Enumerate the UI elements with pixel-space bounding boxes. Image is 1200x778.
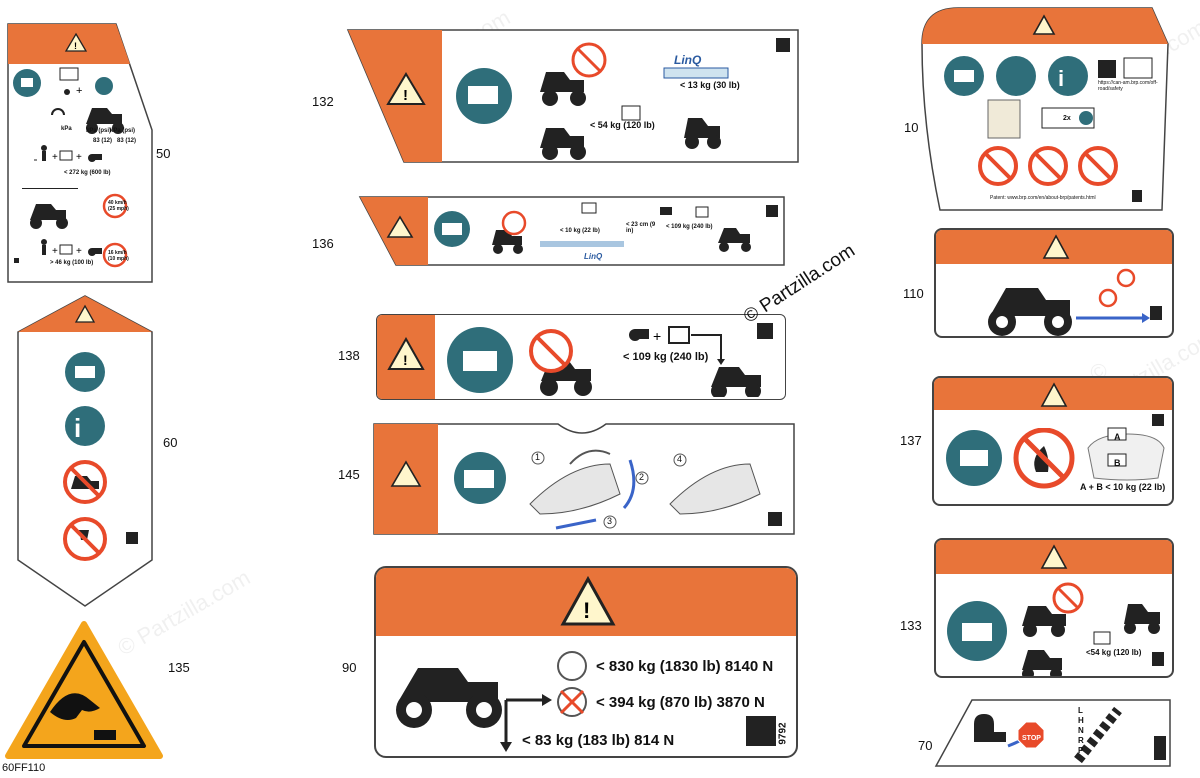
callout-132: 132 (312, 94, 334, 109)
svg-text:+: + (52, 152, 58, 163)
d132-linq-weight: < 13 kg (30 lb) (680, 80, 740, 90)
d137-b: B (1114, 458, 1121, 468)
d145-step-3: 3 (607, 516, 613, 526)
callout-136: 136 (312, 236, 334, 251)
d50-v1: 83 (12) (93, 138, 113, 144)
decal-60: i (17, 295, 153, 607)
d137-sum: A + B < 10 kg (22 lb) (1080, 482, 1166, 492)
decal-136 (358, 196, 785, 266)
callout-145: 145 (338, 467, 360, 482)
d70-stop: STOP (1022, 735, 1041, 742)
callout-60: 60 (163, 435, 178, 450)
d10-2x: 2x (1063, 115, 1071, 122)
decal-90: ! < 830 kg (1830 lb) 8140 N < 394 kg (87… (374, 566, 798, 758)
callout-110: 110 (903, 286, 924, 301)
d90-line1: < 830 kg (1830 lb) 8140 N (596, 658, 774, 675)
callout-133: 133 (900, 618, 922, 633)
decal-110 (934, 228, 1174, 338)
decal-133: <54 kg (120 lb) (934, 538, 1174, 678)
callout-70: 70 (918, 738, 933, 753)
d70-gear-h: H (1078, 716, 1084, 725)
d137-a: A (1114, 432, 1121, 442)
d90-line2: < 394 kg (870 lb) 3870 N (596, 694, 765, 711)
d138-weight: < 109 kg (240 lb) (623, 351, 709, 363)
d70-gear-n: N (1078, 726, 1084, 735)
d50-speed1: 40 km/h (25 mph) (108, 200, 129, 212)
d50-weight2: > 46 kg (100 lb) (50, 260, 94, 266)
decal-70 (934, 699, 1171, 767)
d90-code: 9792 (777, 722, 789, 745)
callout-10: 10 (904, 120, 919, 135)
d90-line3: < 83 kg (183 lb) 814 N (522, 732, 675, 749)
svg-text:i: i (1058, 66, 1064, 91)
d133-weight: <54 kg (120 lb) (1086, 648, 1142, 657)
d70-gear-l: L (1078, 706, 1083, 715)
svg-text:+: + (52, 246, 58, 257)
decal-145 (373, 423, 795, 535)
d136-rack-weight: < 10 kg (22 lb) (560, 228, 600, 234)
callout-135: 135 (168, 660, 190, 675)
d50-weight1: < 272 kg (600 lb) (64, 170, 111, 176)
callout-137: 137 (900, 433, 922, 448)
d50-kpa: kPa (61, 126, 72, 132)
decal-132: ! LinQ (346, 29, 799, 163)
decal-10: i (921, 7, 1169, 211)
svg-text:+: + (76, 85, 82, 97)
decal-135 (5, 621, 163, 759)
d50-speed2: 16 km/h (10 mph) (108, 250, 129, 262)
d136-tow-weight: < 109 kg (240 lb) (666, 224, 713, 230)
callout-138: 138 (338, 348, 360, 363)
svg-text:i: i (74, 413, 81, 443)
svg-text:!: ! (583, 598, 590, 623)
callout-90: 90 (342, 660, 357, 675)
callout-50: 50 (156, 146, 171, 161)
svg-text:LinQ: LinQ (674, 53, 702, 67)
svg-text:!: ! (403, 352, 408, 368)
d145-step-1: 1 (535, 452, 541, 462)
d50-p2: kPa (psi) (110, 128, 136, 134)
d70-gear-p: P (1078, 746, 1084, 755)
d136-height: < 23 cm (9 in) (626, 222, 656, 234)
decal-50: ! + + + + + (7, 23, 153, 283)
diagram-code: 60FF110 (2, 762, 46, 774)
svg-text:+: + (76, 246, 82, 257)
svg-text:!: ! (403, 87, 408, 104)
d50-p1: kPa (psi) (86, 128, 112, 134)
svg-text:+: + (653, 328, 661, 344)
d145-step-4: 4 (677, 454, 683, 464)
d70-gear-r: R (1078, 736, 1084, 745)
d136-linq: LinQ (584, 252, 603, 261)
svg-text:+: + (76, 152, 82, 163)
d132-rack-weight: < 54 kg (120 lb) (590, 120, 655, 130)
decal-138: ! + < 109 kg (240 lb) (376, 314, 786, 400)
d10-patent: Patent: www.brp.com/en/about-brp/patents… (990, 195, 1096, 201)
decal-137: A B A + B < 10 kg (22 lb) (932, 376, 1174, 506)
d50-v2: 83 (12) (117, 138, 137, 144)
svg-text:!: ! (74, 41, 77, 51)
d10-url: https://can-am.brp.com/off-road/safety (1098, 80, 1158, 92)
d145-step-2: 2 (639, 472, 645, 482)
